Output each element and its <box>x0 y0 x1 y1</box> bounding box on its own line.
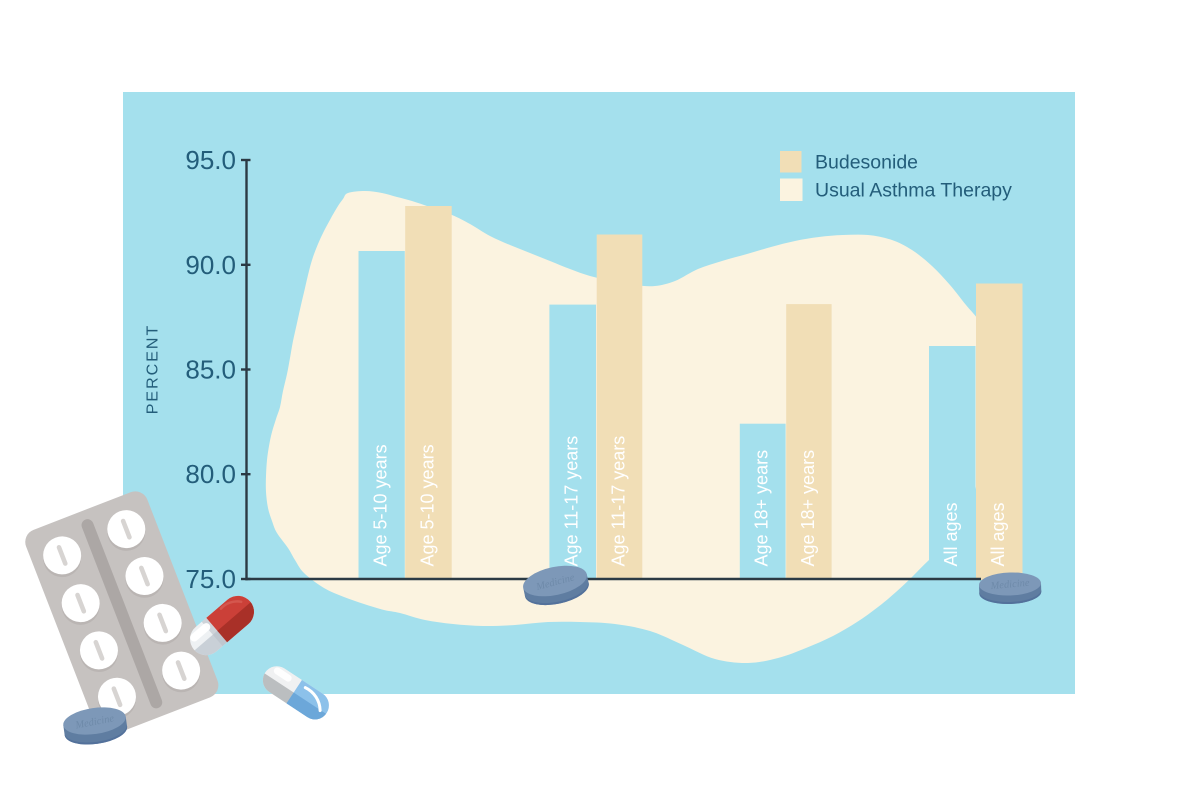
svg-text:95.0: 95.0 <box>185 145 236 175</box>
svg-text:Age 18+ years: Age 18+ years <box>798 450 818 567</box>
svg-text:Age 11-17 years: Age 11-17 years <box>562 436 582 567</box>
svg-text:75.0: 75.0 <box>185 564 236 594</box>
svg-text:Age 11-17 years: Age 11-17 years <box>609 436 629 567</box>
svg-text:90.0: 90.0 <box>185 250 236 280</box>
svg-text:Usual Asthma Therapy: Usual Asthma Therapy <box>815 180 1012 202</box>
svg-text:Budesonide: Budesonide <box>815 152 918 174</box>
svg-text:PERCENT: PERCENT <box>145 324 162 414</box>
svg-text:Age 5-10 years: Age 5-10 years <box>371 444 391 566</box>
svg-text:85.0: 85.0 <box>185 355 236 385</box>
svg-text:All ages: All ages <box>941 502 961 566</box>
svg-text:80.0: 80.0 <box>185 459 236 489</box>
svg-text:Age 5-10 years: Age 5-10 years <box>417 444 437 566</box>
svg-text:Age 18+ years: Age 18+ years <box>752 450 772 567</box>
svg-text:All ages: All ages <box>988 502 1008 566</box>
svg-text:Medicine: Medicine <box>989 578 1030 592</box>
